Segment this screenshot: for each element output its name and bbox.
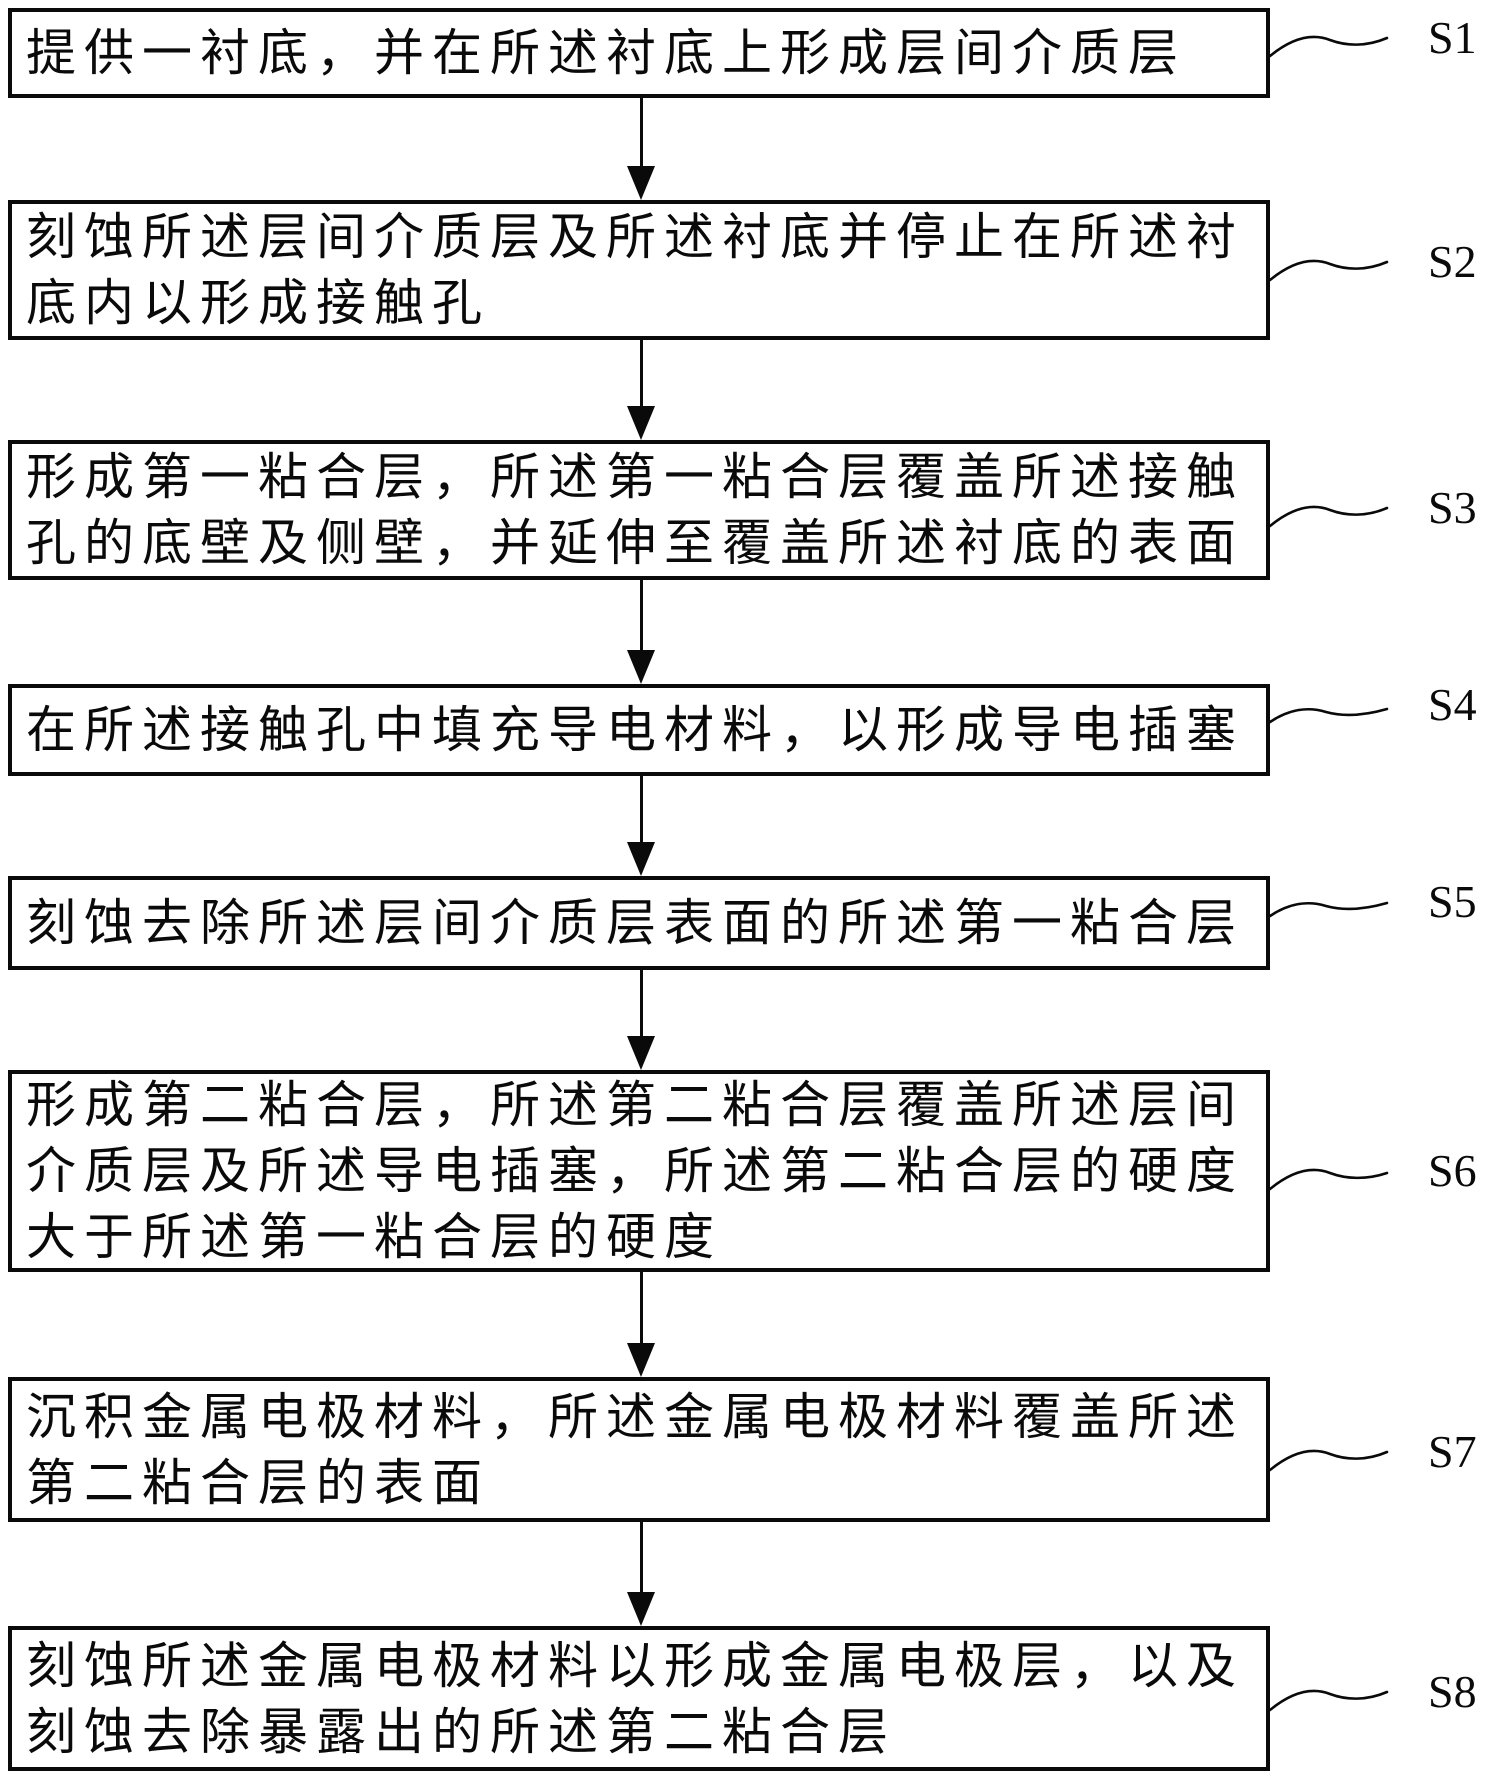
step-label-s7: S7 bbox=[1428, 1426, 1477, 1477]
step-text-s6: 形成第二粘合层，所述第二粘合层覆盖所述层间介质层及所述导电插塞，所述第二粘合层的… bbox=[26, 1077, 1244, 1265]
squiggle-connector-icon bbox=[1268, 1449, 1389, 1472]
step-label-s6: S6 bbox=[1428, 1145, 1477, 1196]
down-arrow-icon bbox=[613, 580, 669, 684]
arrow-head bbox=[627, 650, 655, 684]
step-label-s2: S2 bbox=[1428, 236, 1477, 287]
step-box-s8: 刻蚀所述金属电极材料以形成金属电极层，以及刻蚀去除暴露出的所述第二粘合层 bbox=[8, 1626, 1270, 1771]
arrow-head bbox=[627, 406, 655, 440]
arrow-head bbox=[627, 1343, 655, 1377]
arrow-head bbox=[627, 1036, 655, 1070]
down-arrow-icon bbox=[613, 98, 669, 200]
down-arrow-icon bbox=[613, 776, 669, 876]
squiggle-connector-icon bbox=[1268, 505, 1389, 528]
step-text-s7: 沉积金属电极材料，所述金属电极材料覆盖所述第二粘合层的表面 bbox=[26, 1388, 1244, 1511]
arrow-shaft bbox=[639, 1522, 643, 1608]
arrow-shaft bbox=[639, 98, 643, 182]
arrow-shaft bbox=[639, 1272, 643, 1359]
step-text-s2: 刻蚀所述层间介质层及所述衬底并停止在所述衬底内以形成接触孔 bbox=[26, 209, 1244, 331]
step-label-s4: S4 bbox=[1428, 679, 1477, 730]
arrow-shaft bbox=[639, 776, 643, 858]
squiggle-connector-icon bbox=[1268, 259, 1389, 282]
step-text-s5: 刻蚀去除所述层间介质层表面的所述第一粘合层 bbox=[26, 895, 1244, 951]
arrow-head bbox=[627, 1592, 655, 1626]
arrow-head bbox=[627, 166, 655, 200]
step-text-s3: 形成第一粘合层，所述第一粘合层覆盖所述接触孔的底壁及侧壁，并延伸至覆盖所述衬底的… bbox=[26, 449, 1244, 571]
step-text-s1: 提供一衬底，并在所述衬底上形成层间介质层 bbox=[26, 25, 1186, 81]
step-label-s1: S1 bbox=[1428, 12, 1477, 63]
squiggle-connector-icon bbox=[1268, 707, 1389, 724]
squiggle-connector-icon bbox=[1268, 35, 1389, 58]
step-box-s1: 提供一衬底，并在所述衬底上形成层间介质层 bbox=[8, 8, 1270, 98]
step-text-s4: 在所述接触孔中填充导电材料，以形成导电插塞 bbox=[26, 702, 1244, 758]
arrow-shaft bbox=[639, 340, 643, 422]
squiggle-connector-icon bbox=[1268, 1689, 1389, 1712]
down-arrow-icon bbox=[613, 970, 669, 1070]
squiggle-connector-icon bbox=[1268, 901, 1389, 918]
down-arrow-icon bbox=[613, 340, 669, 440]
arrow-shaft bbox=[639, 580, 643, 666]
step-label-s5: S5 bbox=[1428, 876, 1477, 927]
arrow-shaft bbox=[639, 970, 643, 1052]
step-box-s6: 形成第二粘合层，所述第二粘合层覆盖所述层间介质层及所述导电插塞，所述第二粘合层的… bbox=[8, 1070, 1270, 1272]
step-text-s8: 刻蚀所述金属电极材料以形成金属电极层，以及刻蚀去除暴露出的所述第二粘合层 bbox=[26, 1637, 1244, 1760]
down-arrow-icon bbox=[613, 1522, 669, 1626]
step-box-s4: 在所述接触孔中填充导电材料，以形成导电插塞 bbox=[8, 684, 1270, 776]
step-box-s3: 形成第一粘合层，所述第一粘合层覆盖所述接触孔的底壁及侧壁，并延伸至覆盖所述衬底的… bbox=[8, 440, 1270, 580]
step-label-s3: S3 bbox=[1428, 482, 1477, 533]
step-label-s8: S8 bbox=[1428, 1666, 1477, 1717]
arrow-head bbox=[627, 842, 655, 876]
step-box-s5: 刻蚀去除所述层间介质层表面的所述第一粘合层 bbox=[8, 876, 1270, 970]
down-arrow-icon bbox=[613, 1272, 669, 1377]
step-box-s7: 沉积金属电极材料，所述金属电极材料覆盖所述第二粘合层的表面 bbox=[8, 1377, 1270, 1522]
squiggle-connector-icon bbox=[1268, 1168, 1389, 1191]
step-box-s2: 刻蚀所述层间介质层及所述衬底并停止在所述衬底内以形成接触孔 bbox=[8, 200, 1270, 340]
